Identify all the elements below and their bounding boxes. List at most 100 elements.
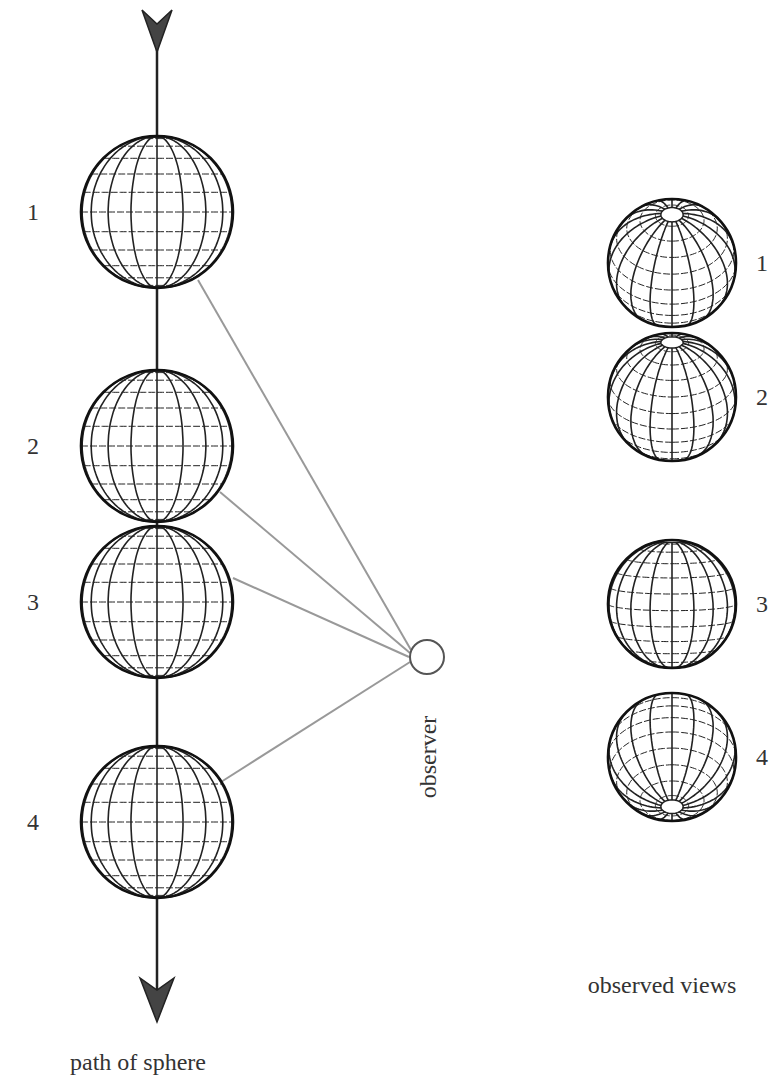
sphere-fill <box>81 136 233 288</box>
sphere-fill <box>608 540 736 668</box>
meridian-line <box>671 348 673 461</box>
meridian-line <box>162 371 184 521</box>
sphere-outline <box>608 540 736 668</box>
meridian-line <box>162 747 184 897</box>
meridian-line <box>676 542 694 667</box>
meridian-line <box>682 714 728 804</box>
position-number: 4 <box>27 810 39 834</box>
meridian-line <box>679 220 713 319</box>
meridian-line <box>650 348 668 460</box>
sphere-outline <box>81 370 233 522</box>
meridian-line <box>166 747 206 897</box>
meridian-line <box>671 543 673 668</box>
wireframe-sphere <box>608 199 736 327</box>
meridian-line <box>170 371 232 521</box>
meridian-line <box>683 216 735 279</box>
meridian-line <box>108 371 148 521</box>
meridian-line <box>162 137 184 287</box>
sight-line <box>233 578 409 657</box>
meridian-line <box>650 542 668 667</box>
path-arrowhead <box>140 978 174 1022</box>
meridian-line <box>108 137 148 287</box>
path-tail-feather <box>142 10 172 52</box>
sphere-fill <box>608 693 736 821</box>
sight-lines <box>198 280 411 782</box>
sphere-outline <box>608 333 736 461</box>
sight-line <box>220 492 410 653</box>
view-number: 2 <box>756 385 768 409</box>
sphere-fill <box>81 526 233 678</box>
meridian-line <box>679 701 713 802</box>
meridian-line <box>631 220 665 319</box>
meridian-line <box>131 371 153 521</box>
meridian-line <box>679 542 713 667</box>
caption-label: path of sphere <box>70 1050 206 1074</box>
meridian-line <box>170 527 232 677</box>
observer-label: observer <box>416 716 440 799</box>
sphere-group <box>81 136 736 898</box>
meridian-line <box>676 695 694 801</box>
sphere-fill <box>608 199 736 327</box>
meridian-line <box>682 345 728 445</box>
meridian-line <box>682 218 728 305</box>
meridian-line <box>168 747 222 897</box>
meridian-line <box>671 222 673 327</box>
meridian-line <box>168 371 222 521</box>
wireframe-sphere <box>81 746 233 898</box>
meridian-line <box>671 693 673 800</box>
sphere-outline <box>81 526 233 678</box>
meridian-line <box>679 347 713 456</box>
meridian-line <box>162 527 184 677</box>
position-number: 3 <box>27 590 39 614</box>
wireframe-sphere <box>608 693 736 821</box>
meridian-line <box>683 342 732 375</box>
sphere-outline <box>608 693 736 821</box>
position-number: 2 <box>27 434 39 458</box>
wireframe-sphere <box>608 333 736 461</box>
meridian-line <box>156 371 158 521</box>
meridian-line <box>676 201 686 208</box>
wireframe-sphere <box>81 526 233 678</box>
meridian-line <box>166 371 206 521</box>
meridian-line <box>650 221 668 325</box>
sphere-fill <box>81 370 233 522</box>
meridian-line <box>170 137 232 287</box>
meridian-line <box>168 137 222 287</box>
sphere-outline <box>81 746 233 898</box>
wireframe-sphere <box>608 540 736 668</box>
meridian-line <box>166 137 206 287</box>
sphere-outline <box>81 136 233 288</box>
sphere-fill <box>81 746 233 898</box>
meridian-line <box>166 527 206 677</box>
meridian-line <box>170 747 232 897</box>
meridian-line <box>676 348 694 460</box>
meridian-line <box>156 527 158 677</box>
meridian-line <box>631 542 665 667</box>
view-number: 1 <box>756 251 768 275</box>
meridian-line <box>108 747 148 897</box>
meridian-line <box>617 345 663 445</box>
meridian-line <box>631 347 665 456</box>
meridian-line <box>108 527 148 677</box>
wireframe-sphere <box>81 370 233 522</box>
position-number: 1 <box>27 200 39 224</box>
view-number: 4 <box>756 745 768 769</box>
meridian-line <box>683 741 735 806</box>
meridian-line <box>131 137 153 287</box>
meridian-line <box>650 695 668 801</box>
observer-circle <box>410 640 444 674</box>
sphere-outline <box>608 199 736 327</box>
sphere-fill <box>608 333 736 461</box>
meridian-line <box>168 527 222 677</box>
meridian-line <box>617 714 663 804</box>
meridian-line <box>683 343 735 417</box>
meridian-line <box>683 542 735 660</box>
wireframe-sphere <box>81 136 233 288</box>
meridian-line <box>131 747 153 897</box>
caption-label: observed views <box>588 973 737 997</box>
meridian-line <box>156 137 158 287</box>
sight-line <box>221 662 410 782</box>
meridian-line <box>631 701 665 802</box>
